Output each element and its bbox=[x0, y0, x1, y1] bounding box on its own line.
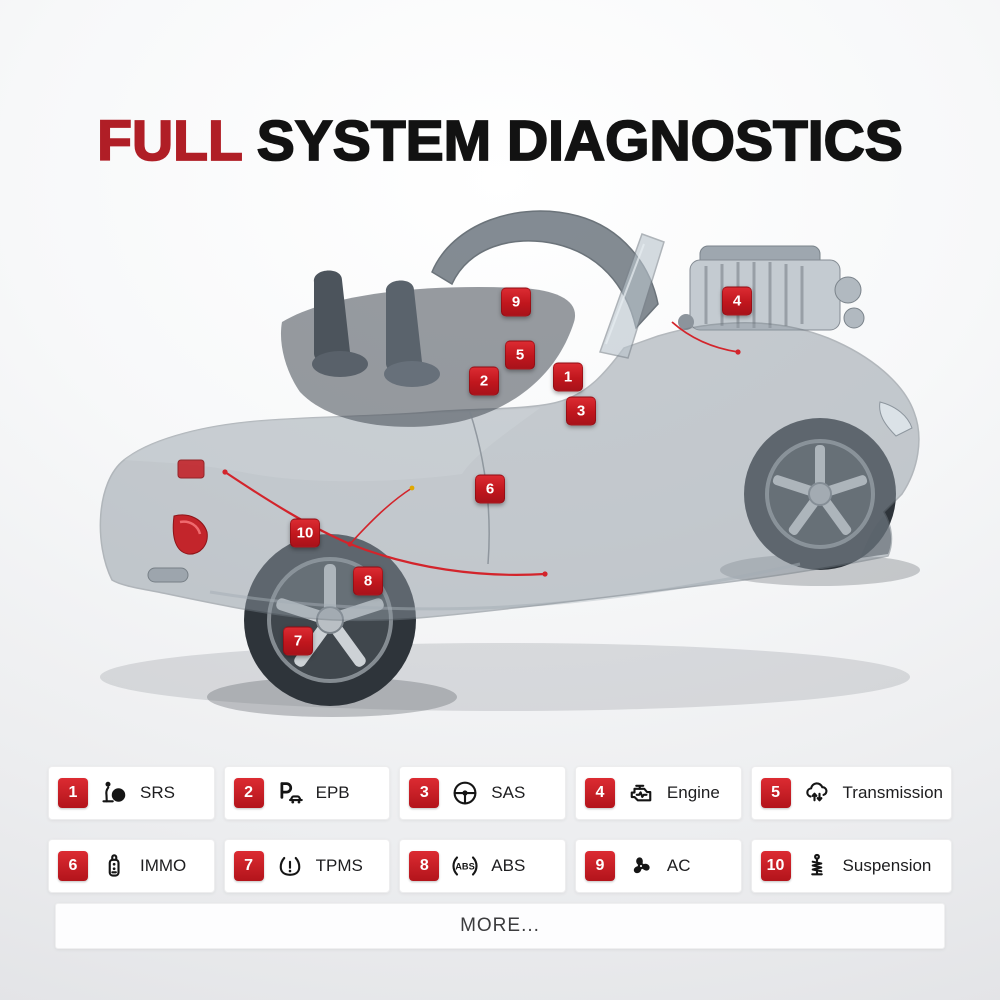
more-label: MORE... bbox=[460, 915, 540, 936]
legend-number-badge: 7 bbox=[233, 851, 264, 881]
callout-marker-10: 10 bbox=[290, 518, 320, 548]
cockpit-interior bbox=[280, 287, 576, 427]
legend-number-badge: 8 bbox=[409, 851, 440, 881]
legend-item-ac: 9 AC bbox=[574, 839, 742, 893]
more-button[interactable]: MORE... bbox=[55, 903, 945, 949]
svg-text:ABS: ABS bbox=[456, 861, 476, 871]
legend-item-label: Suspension bbox=[842, 856, 932, 875]
legend-number-badge: 3 bbox=[409, 778, 440, 808]
seats bbox=[312, 270, 440, 387]
transmission-icon bbox=[799, 776, 835, 810]
legend-number-badge: 10 bbox=[760, 851, 791, 881]
airbag-icon bbox=[96, 776, 132, 810]
callout-marker-6: 6 bbox=[475, 474, 505, 504]
immo-key-icon bbox=[96, 849, 132, 883]
callout-marker-1: 1 bbox=[553, 362, 583, 392]
legend-item-srs: 1 SRS bbox=[48, 766, 215, 820]
legend-item-label: SAS bbox=[491, 783, 526, 802]
ac-fan-icon bbox=[623, 849, 659, 883]
legend-number-badge: 4 bbox=[584, 778, 615, 808]
legend: 1 SRS 2 bbox=[48, 766, 952, 893]
legend-item-label: SRS bbox=[140, 783, 175, 802]
legend-item-label: ABS bbox=[491, 856, 526, 875]
exhaust-tip bbox=[147, 567, 189, 583]
car-cutaway-illustration bbox=[99, 210, 920, 717]
legend-item-epb: 2 EPB bbox=[223, 766, 391, 820]
soft-top bbox=[431, 210, 659, 330]
legend-item-tpms: 7 TPMS bbox=[223, 839, 391, 893]
engine-block bbox=[678, 245, 865, 331]
legend-item-sas: 3 SAS bbox=[399, 766, 566, 820]
taillight bbox=[172, 514, 208, 555]
legend-number-badge: 6 bbox=[58, 851, 88, 881]
legend-item-abs: 8 ABS ABS bbox=[399, 839, 566, 893]
tpms-icon bbox=[272, 849, 308, 883]
legend-number-badge: 2 bbox=[233, 778, 264, 808]
callout-marker-9: 9 bbox=[501, 287, 531, 317]
car-diagram bbox=[0, 172, 1000, 742]
legend-item-label: TPMS bbox=[315, 856, 363, 875]
legend-item-label: AC bbox=[666, 856, 691, 875]
legend-number-badge: 1 bbox=[58, 778, 88, 808]
legend-item-label: IMMO bbox=[140, 856, 187, 875]
legend-item-label: EPB bbox=[315, 783, 350, 802]
callout-marker-5: 5 bbox=[505, 340, 535, 370]
wiring-harness bbox=[222, 321, 741, 577]
steering-wheel-icon bbox=[447, 776, 483, 810]
legend-item-label: Transmission bbox=[842, 783, 943, 802]
legend-item-label: Engine bbox=[666, 783, 720, 802]
callout-marker-7: 7 bbox=[283, 626, 313, 656]
windshield bbox=[599, 233, 665, 359]
title-rest: SYSTEM DIAGNOSTICS bbox=[256, 109, 904, 174]
parking-brake-icon bbox=[272, 776, 308, 810]
headlight bbox=[879, 401, 913, 437]
legend-item-engine: 4 Engine bbox=[574, 766, 742, 820]
callout-marker-8: 8 bbox=[353, 566, 383, 596]
legend-item-transmission: 5 Transmission bbox=[750, 766, 952, 820]
callout-marker-2: 2 bbox=[469, 366, 499, 396]
legend-number-badge: 9 bbox=[584, 851, 615, 881]
suspension-icon bbox=[799, 849, 835, 883]
battery-unit bbox=[177, 459, 205, 479]
callout-marker-4: 4 bbox=[722, 286, 752, 316]
abs-icon: ABS bbox=[447, 849, 483, 883]
title-highlight: FULL bbox=[96, 109, 243, 174]
legend-item-immo: 6 IMMO bbox=[48, 839, 215, 893]
legend-item-suspension: 10 Suspension bbox=[750, 839, 952, 893]
engine-icon bbox=[623, 776, 659, 810]
callout-marker-3: 3 bbox=[566, 396, 596, 426]
legend-number-badge: 5 bbox=[760, 778, 791, 808]
